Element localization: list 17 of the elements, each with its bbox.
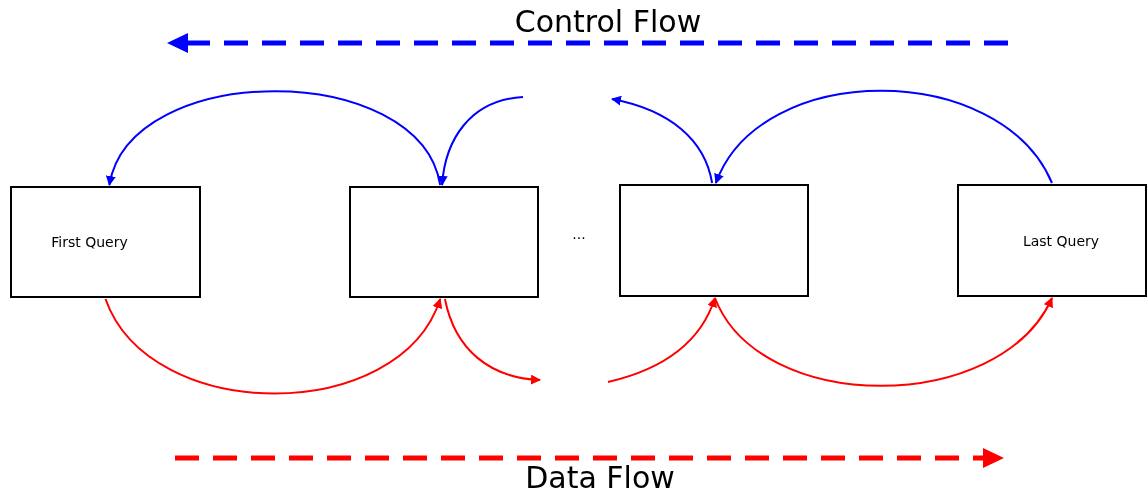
process-box	[957, 184, 1147, 297]
arrow	[607, 297, 717, 383]
arrow	[713, 297, 1053, 387]
process-box	[10, 186, 201, 298]
flow-title: Data Flow	[525, 460, 675, 495]
empty-box	[349, 186, 539, 298]
ellipsis-label: ...	[572, 226, 586, 242]
arrow	[104, 298, 442, 395]
node-label: First Query	[51, 234, 128, 250]
arrow	[611, 96, 714, 184]
node-label: Last Query	[1022, 232, 1100, 249]
arrow	[107, 90, 442, 186]
arrow	[443, 298, 541, 385]
arrow	[714, 89, 1053, 184]
empty-box	[619, 184, 809, 297]
flow-title: Control Flow	[514, 4, 702, 39]
arrow	[438, 96, 524, 186]
